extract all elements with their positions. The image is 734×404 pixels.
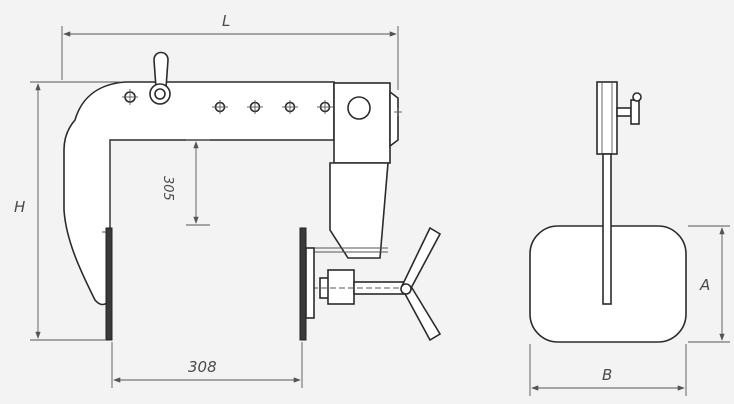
- dimension-height: H: [14, 81, 120, 341]
- dimension-depth: 305: [160, 139, 210, 226]
- clamp-side-view: A B: [529, 81, 730, 396]
- clamping-screw: [312, 269, 406, 305]
- c-frame-body: [63, 81, 335, 306]
- clamp-front-view: L H 305 308: [14, 12, 442, 388]
- vertical-arm: [329, 162, 389, 259]
- dimension-length: L: [61, 12, 399, 90]
- side-handle: [616, 92, 642, 125]
- label-length: L: [222, 12, 230, 30]
- lifting-eye: [149, 51, 171, 105]
- label-side-height: A: [699, 276, 710, 294]
- right-jaw-plate: [299, 227, 307, 341]
- adjustment-holes: [122, 89, 333, 114]
- side-stem: [602, 153, 612, 305]
- label-opening: 308: [188, 358, 217, 376]
- label-height: H: [14, 198, 25, 216]
- side-plate: [596, 81, 618, 155]
- dimension-side-height: A: [688, 225, 730, 343]
- t-handle: [400, 226, 442, 342]
- label-depth: 305: [160, 176, 175, 201]
- left-jaw-plate: [105, 227, 113, 341]
- dimension-width: B: [529, 344, 687, 396]
- dimension-opening: 308: [111, 342, 303, 388]
- label-width: B: [602, 366, 612, 384]
- sliding-block: [333, 82, 402, 164]
